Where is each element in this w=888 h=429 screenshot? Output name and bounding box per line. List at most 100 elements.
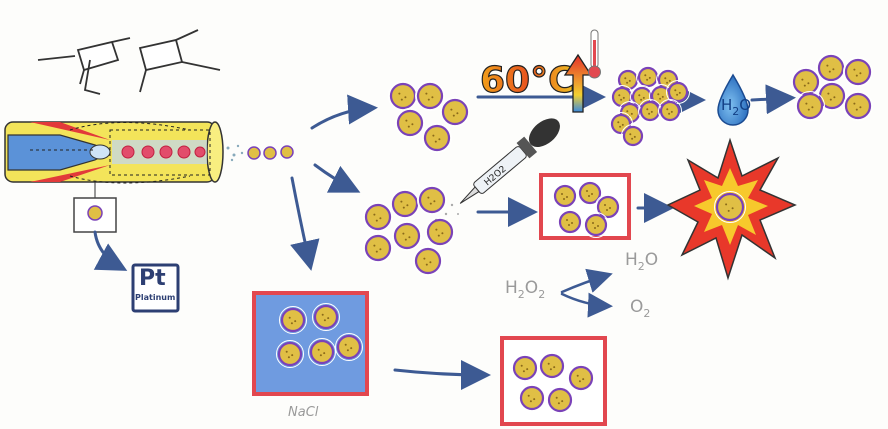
oxygen-o: O xyxy=(630,297,644,317)
nanoparticle-dot xyxy=(568,224,570,226)
nanoparticle-dot xyxy=(666,108,669,111)
nanoparticle-halo xyxy=(392,221,422,251)
nanoparticle-dot xyxy=(407,125,410,128)
nanoparticle-dot xyxy=(629,133,632,136)
nanoparticle-dot xyxy=(405,119,408,122)
nanoparticle-dot xyxy=(648,76,651,79)
nanoparticle-dot xyxy=(522,370,525,373)
nanoparticle xyxy=(715,192,745,222)
nanoparticle-dot xyxy=(648,112,651,115)
drop-label: H2O xyxy=(721,96,752,118)
arrow-to-group-b xyxy=(313,163,361,193)
nanoparticle-dot xyxy=(633,135,636,138)
nanoparticle-dot xyxy=(638,94,641,97)
nanoparticle-dot xyxy=(561,193,563,195)
nanoparticle-dot xyxy=(594,227,596,229)
nanoparticle-dot xyxy=(373,244,376,247)
nanoparticle-dot xyxy=(827,92,830,95)
nanoparticle-dot xyxy=(826,64,829,67)
product-oxygen: O2 xyxy=(630,297,650,320)
nanoparticle-dot xyxy=(441,232,444,235)
nanoparticle-dot xyxy=(801,78,804,81)
nanoparticle xyxy=(280,307,306,333)
drop-label-h: H xyxy=(721,96,733,114)
nanoparticle-dot xyxy=(805,102,808,105)
nanoparticle-dot xyxy=(829,98,832,101)
nanoparticle-dot xyxy=(549,368,552,371)
nanoparticle-dot xyxy=(435,228,438,231)
nanoparticle-dot xyxy=(803,84,806,87)
nanoparticle-halo xyxy=(312,303,340,331)
nanoparticle-dot xyxy=(731,207,734,210)
nanoparticle-dot xyxy=(622,96,625,99)
nanoparticle-dot xyxy=(727,209,730,212)
nanoparticle xyxy=(263,146,277,160)
nanoparticle-halo xyxy=(714,191,746,223)
nanoparticle xyxy=(277,341,303,367)
nanoparticle-dot xyxy=(597,225,599,227)
nanoparticle-dot xyxy=(591,193,593,195)
nanoparticle-dot xyxy=(631,137,634,140)
nanoparticle-dot xyxy=(617,121,620,124)
dropper-icon: H2O2 xyxy=(459,118,560,204)
nanoparticle-dot xyxy=(408,236,411,239)
nanoparticle xyxy=(441,98,469,126)
nanoparticle xyxy=(596,195,620,219)
nanoparticle-halo xyxy=(843,57,873,87)
arrow-to-pt xyxy=(93,230,128,271)
nanoparticles xyxy=(87,53,873,414)
nanoparticle-dot xyxy=(674,89,677,92)
drop-label-o: O xyxy=(739,96,752,114)
nanoparticle-halo xyxy=(279,306,307,334)
nanoparticle-dot xyxy=(429,202,432,205)
nanoparticle xyxy=(336,334,362,360)
nanoparticle-dot xyxy=(400,98,403,101)
nanoparticle-dot xyxy=(640,98,643,101)
nanoparticle xyxy=(558,210,582,234)
nanoparticle xyxy=(637,66,659,88)
nanoparticle-dot xyxy=(287,356,290,359)
nanoparticle-dot xyxy=(832,68,835,71)
nanoparticle-dot xyxy=(604,204,606,206)
nanoparticle-dot xyxy=(423,257,426,260)
nanoparticle-dot xyxy=(657,93,660,96)
nanoparticle xyxy=(416,82,444,110)
nanoparticle-dot xyxy=(853,102,856,105)
nanoparticle-dot xyxy=(659,97,662,100)
nanoparticle-halo xyxy=(415,81,445,111)
nanoparticle-halo xyxy=(417,185,447,215)
nanoparticle-dot xyxy=(527,394,530,397)
reactant-sub1: 2 xyxy=(517,288,525,301)
nanoparticle-dot xyxy=(431,96,434,99)
nanoparticle xyxy=(418,186,446,214)
nanoparticle-dot xyxy=(628,79,631,82)
nanoparticle-dot xyxy=(626,81,629,84)
nanoparticle-dot xyxy=(807,82,810,85)
nanoparticle-halo xyxy=(395,108,425,138)
nanoparticle-dot xyxy=(411,123,414,126)
nanoparticle-dot xyxy=(427,196,430,199)
thermometer-icon xyxy=(588,29,601,79)
nanoparticle-dot xyxy=(321,313,324,316)
pt-name: Platinum xyxy=(135,293,176,302)
nanoparticle-dot xyxy=(404,238,407,241)
nanoparticle-dot xyxy=(859,72,862,75)
nanoparticle-dot xyxy=(561,400,564,403)
nanoparticle-dot xyxy=(425,92,428,95)
nanoparticle-dot xyxy=(621,123,624,126)
nanoparticle xyxy=(519,385,545,411)
nanoparticle-dot xyxy=(425,263,428,266)
nanoparticle-dot xyxy=(346,349,349,352)
nanoparticle xyxy=(639,100,661,122)
nanoparticle-dot xyxy=(327,317,330,320)
arrow-to-salt xyxy=(290,176,320,271)
nanoparticle-dot xyxy=(853,68,856,71)
nanoparticle-dot xyxy=(626,110,629,113)
product-water: H2O xyxy=(625,250,658,273)
nanoparticle-halo xyxy=(363,233,393,263)
nanoparticle xyxy=(280,145,294,159)
nanoparticle-halo xyxy=(276,340,304,368)
nanoparticle xyxy=(426,218,454,246)
nanoparticle xyxy=(539,353,565,379)
